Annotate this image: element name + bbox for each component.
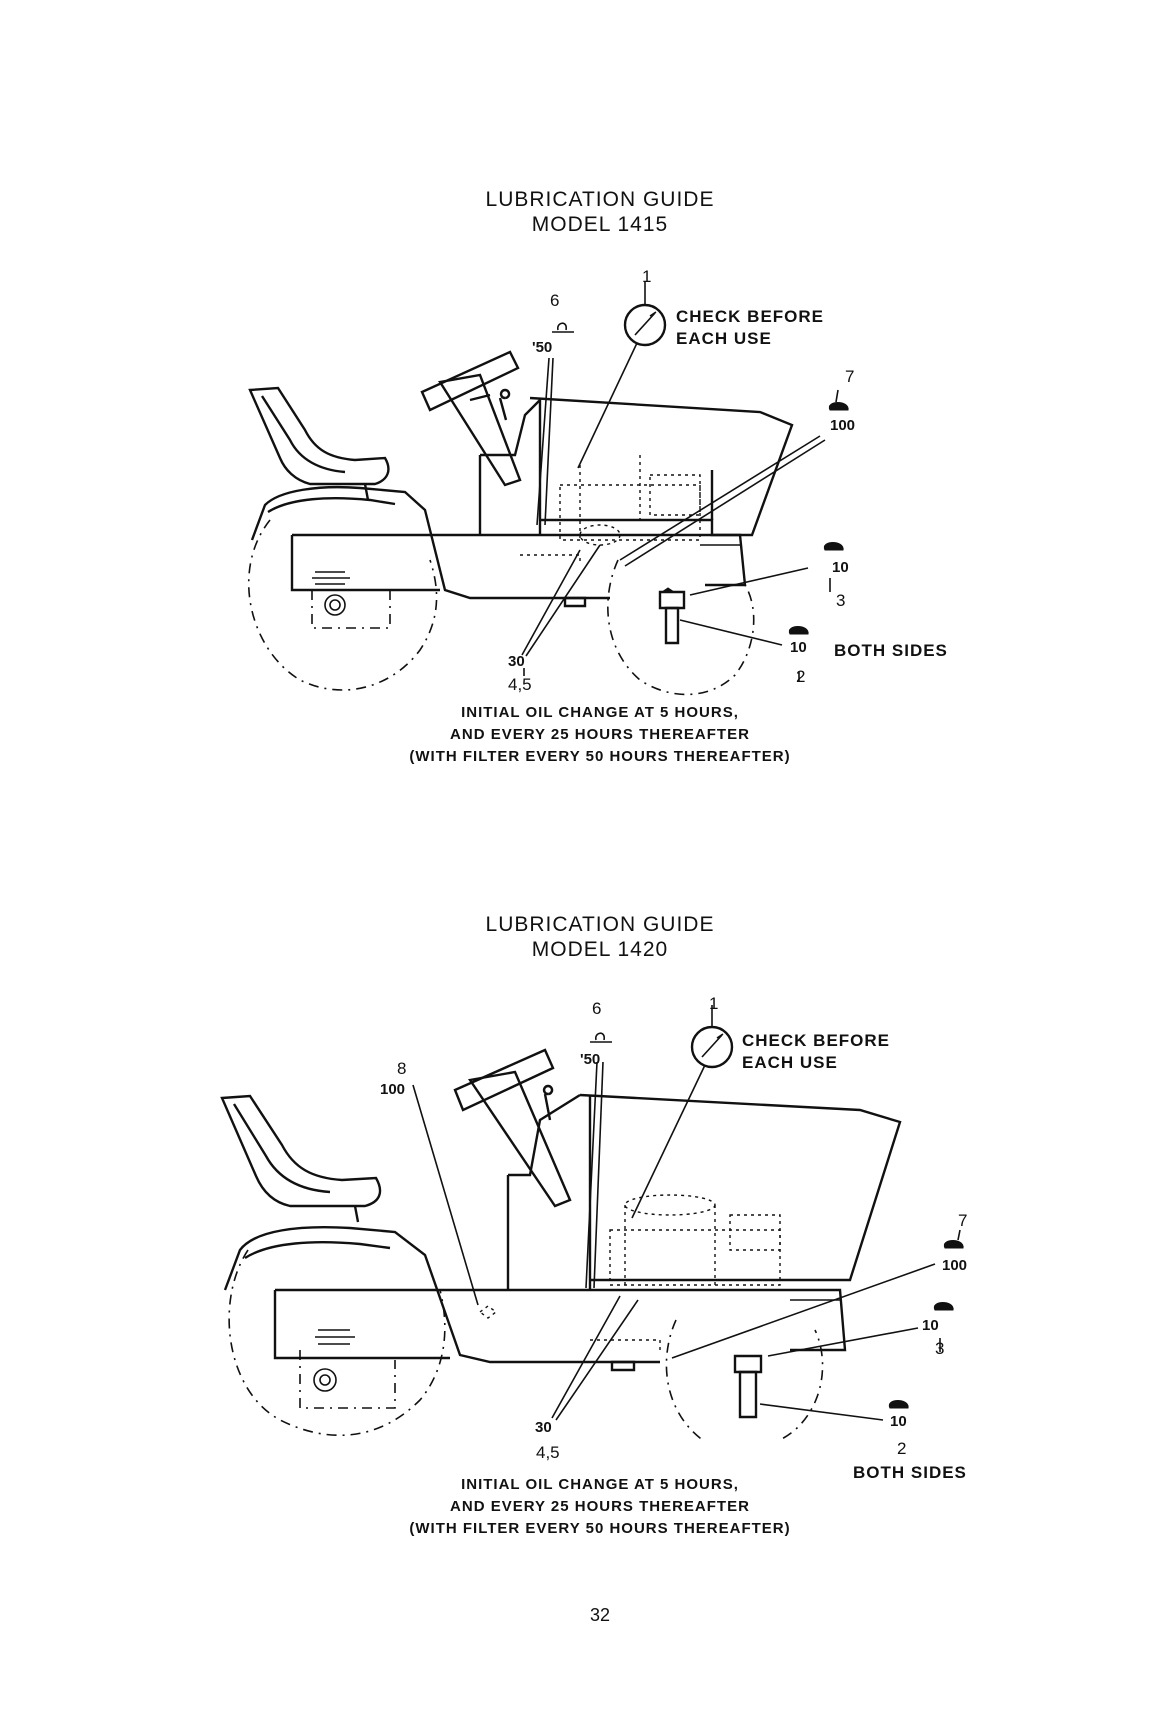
interval-6: '50 xyxy=(580,1051,601,1068)
frame xyxy=(292,535,440,590)
tractor-diagram-1420 xyxy=(0,990,1170,1440)
interval-3: 10 xyxy=(922,1317,939,1334)
callout-7: 7 xyxy=(958,1211,968,1230)
engine xyxy=(610,1230,780,1285)
rear-fender xyxy=(225,1227,660,1362)
callout-3: 3 xyxy=(935,1339,945,1358)
front-wheel xyxy=(666,1320,822,1440)
check-before-label: CHECK BEFORE EACH USE xyxy=(676,307,825,348)
interval-7: 100 xyxy=(830,417,856,434)
check-before-label: CHECK BEFORE EACH USE xyxy=(742,1031,891,1072)
interval-8: 100 xyxy=(380,1081,406,1098)
interval-2: 10 xyxy=(890,1413,907,1430)
dash-tower xyxy=(480,400,540,535)
oil-can-icon xyxy=(934,1303,953,1311)
interval-3: 10 xyxy=(832,559,849,576)
oil-can-icon xyxy=(889,1401,908,1409)
callout-1: 1 xyxy=(709,994,719,1013)
oil-can-icon xyxy=(944,1241,963,1249)
oil-can-icon xyxy=(824,543,843,551)
guide-title: LUBRICATION GUIDE MODEL 1415 xyxy=(485,188,715,236)
seat xyxy=(222,1096,380,1206)
page-number: 32 xyxy=(589,1605,611,1625)
callout-2: 2 xyxy=(796,667,806,686)
oil-can-icon xyxy=(829,403,848,411)
steering-wheel xyxy=(455,1050,553,1110)
interval-2: 10 xyxy=(790,639,807,656)
dash-tower xyxy=(508,1095,580,1290)
frame xyxy=(275,1290,450,1358)
front-wheel xyxy=(608,560,754,694)
callout-1: 1 xyxy=(642,267,652,286)
front-spindle xyxy=(735,1356,761,1372)
tractor-diagram-1415 xyxy=(0,260,1170,700)
callout-8: 8 xyxy=(397,1059,407,1078)
steering-column xyxy=(470,1072,570,1206)
interval-45: 30 xyxy=(508,653,525,670)
both-sides-label: BOTH SIDES xyxy=(853,1463,967,1482)
callout-3: 3 xyxy=(836,591,846,610)
rear-wheel xyxy=(249,520,437,690)
engine xyxy=(560,485,700,540)
oil-change-note: INITIAL OIL CHANGE AT 5 HOURS, AND EVERY… xyxy=(409,704,791,765)
interval-6: '50 xyxy=(532,339,553,356)
hood xyxy=(580,1095,900,1280)
seat xyxy=(250,388,388,484)
callout-45: 4,5 xyxy=(508,675,532,694)
guide-title: LUBRICATION GUIDE MODEL 1420 xyxy=(485,913,715,961)
oil-change-note: INITIAL OIL CHANGE AT 5 HOURS, AND EVERY… xyxy=(409,1476,791,1537)
callout-2: 2 xyxy=(897,1439,907,1458)
callout-6: 6 xyxy=(550,291,560,310)
callout-7: 7 xyxy=(845,367,855,386)
callout-6: 6 xyxy=(592,999,602,1018)
callout-45: 4,5 xyxy=(536,1443,560,1462)
front-spindle xyxy=(660,592,684,608)
interval-45: 30 xyxy=(535,1419,552,1436)
rear-wheel xyxy=(229,1250,445,1435)
interval-7: 100 xyxy=(942,1257,968,1274)
steering-wheel xyxy=(422,352,518,410)
both-sides-label: BOTH SIDES xyxy=(834,641,948,660)
steering-column xyxy=(440,375,520,485)
rear-fender xyxy=(252,487,610,598)
oil-can-icon xyxy=(789,627,808,635)
